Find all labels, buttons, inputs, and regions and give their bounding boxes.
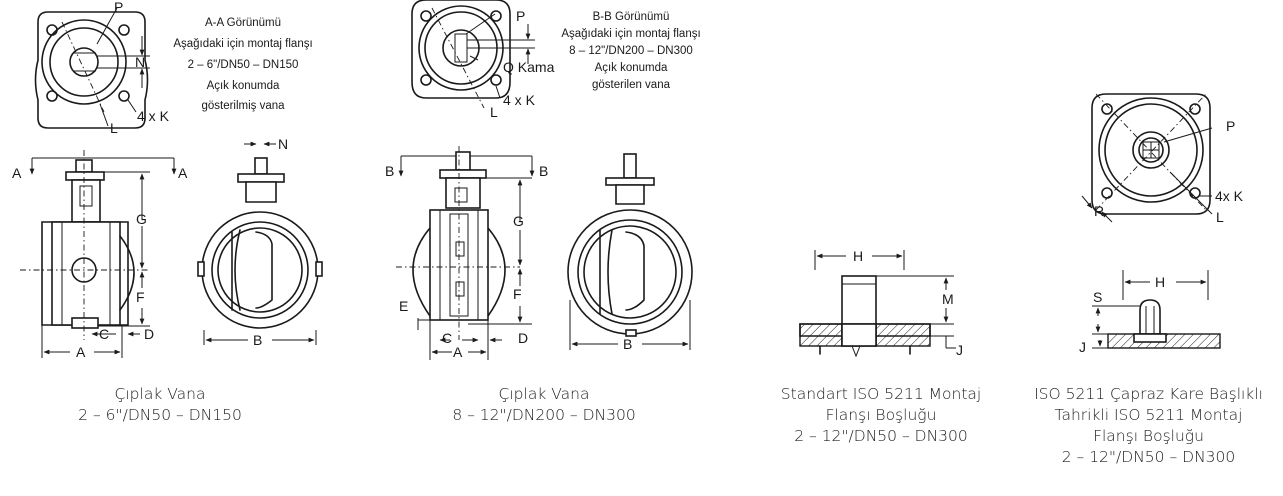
label-r-crosshead: R — [1094, 203, 1104, 219]
note-bb: B-B Görünümü Aşağıdaki için montaj flanş… — [561, 11, 700, 91]
svg-text:Açık konumda: Açık konumda — [207, 80, 280, 92]
label-e-large: E — [399, 298, 408, 314]
label-n-aa: N — [135, 54, 145, 70]
svg-text:gösterilen vana: gösterilen vana — [592, 79, 671, 91]
label-p-crosshead: P — [1226, 118, 1235, 134]
note-aa: A-A Görünümü Aşağıdaki için montaj flanş… — [173, 17, 312, 112]
svg-text:A-A Görünümü: A-A Görünümü — [205, 17, 281, 29]
label-n-front-small: N — [278, 136, 288, 152]
label-l-aa: L — [110, 120, 118, 136]
label-h-crosshead: H — [1155, 274, 1165, 290]
label-c-large: C — [442, 330, 452, 346]
label-b-large: B — [623, 336, 632, 352]
label-j-standard: J — [956, 342, 963, 358]
caption-standard-flange: Standart ISO 5211 Montaj Flanşı Boşluğu … — [780, 385, 982, 445]
label-b-top-large-right: B — [539, 163, 548, 179]
label-b-small: B — [253, 332, 262, 348]
label-a-top-small-left: A — [12, 165, 22, 181]
label-g-small: G — [136, 211, 147, 227]
crosshead-flange-clearance — [1092, 270, 1221, 349]
label-4xk-crosshead: 4x K — [1215, 188, 1244, 204]
valve-front-view-large — [567, 153, 693, 350]
label-b-top-large-left: B — [385, 163, 394, 179]
svg-text:8 – 12"/DN200 – DN300: 8 – 12"/DN200 – DN300 — [569, 45, 693, 57]
svg-text:B-B Görünümü: B-B Görünümü — [593, 11, 670, 23]
label-c-small: C — [99, 326, 109, 342]
label-m-standard: M — [942, 291, 954, 307]
svg-text:Açık konumda: Açık konumda — [595, 62, 668, 74]
label-a-top-small-right: A — [178, 165, 188, 181]
label-a-large: A — [453, 344, 463, 360]
label-a-small: A — [76, 344, 86, 360]
svg-text:gösterilmiş vana: gösterilmiş vana — [201, 100, 285, 112]
valve-side-view-small — [20, 150, 177, 358]
label-qkama-bb: Q Kama — [503, 59, 555, 75]
valve-side-view-large — [396, 146, 535, 360]
label-p-aa: P — [114, 0, 123, 15]
flange-top-view-aa — [34, 7, 150, 129]
label-l-crosshead: L — [1216, 209, 1224, 225]
caption-crosshead-flange: ISO 5211 Çapraz Kare Başlıklı Tahrikli I… — [1034, 385, 1263, 466]
label-f-small: F — [136, 289, 145, 305]
label-j-crosshead: J — [1079, 339, 1086, 355]
svg-text:Aşağıdaki için montaj flanşı: Aşağıdaki için montaj flanşı — [561, 28, 700, 40]
label-4xk-aa: 4 x K — [137, 108, 170, 124]
label-g-large: G — [513, 213, 524, 229]
label-f-large: F — [513, 286, 522, 302]
svg-text:2 – 6"/DN50 – DN150: 2 – 6"/DN50 – DN150 — [188, 59, 299, 71]
caption-bare-valve-large: Çıplak Vana 8 – 12"/DN200 – DN300 — [452, 385, 636, 424]
label-d-small: D — [144, 326, 154, 342]
flange-top-view-bb — [411, 0, 535, 109]
crosshead-flange-top-view — [1081, 93, 1213, 223]
valve-front-view-small — [197, 141, 323, 345]
label-4xk-bb: 4 x K — [503, 92, 536, 108]
label-h-standard: H — [853, 248, 863, 264]
label-d-large: D — [518, 330, 528, 346]
standard-flange-clearance — [799, 250, 956, 358]
label-s-crosshead: S — [1093, 289, 1102, 305]
label-l-bb: L — [490, 104, 498, 120]
caption-bare-valve-small: Çıplak Vana 2 – 6"/DN50 – DN150 — [78, 385, 242, 424]
label-p-bb: P — [516, 8, 525, 24]
svg-text:Aşağıdaki için montaj flanşı: Aşağıdaki için montaj flanşı — [173, 38, 312, 50]
